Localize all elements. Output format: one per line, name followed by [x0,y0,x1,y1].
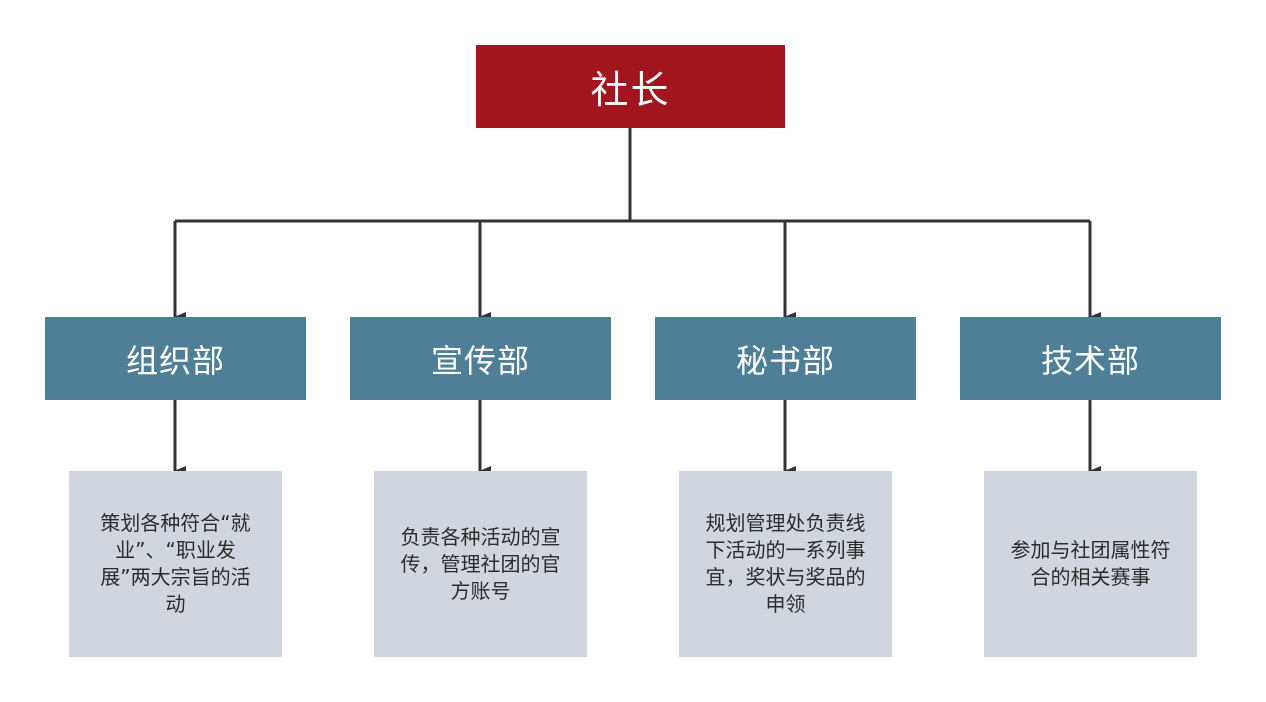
dept-node-label: 技术部 [1040,341,1140,380]
desc-node-text: 规划管理处负责线下活动的一系列事宜，奖状与奖品的申领 [705,511,866,616]
dept-node-label: 宣传部 [430,341,530,380]
dept-node-technology: 技术部 [960,317,1221,400]
desc-node-organization: 策划各种符合“就业”、“职业发展”两大宗旨的活动 [69,471,282,657]
dept-node-label: 组织部 [125,341,225,380]
dept-node-publicity: 宣传部 [350,317,611,400]
root-node-label: 社长 [590,68,671,112]
dept-node-label: 秘书部 [735,341,835,380]
dept-node-organization: 组织部 [45,317,306,400]
desc-node-secretariat: 规划管理处负责线下活动的一系列事宜，奖状与奖品的申领 [679,471,892,657]
desc-node-text: 策划各种符合“就业”、“职业发展”两大宗旨的活动 [100,511,251,616]
desc-node-technology: 参加与社团属性符合的相关赛事 [984,471,1197,657]
root-node-president: 社长 [476,45,785,128]
dept-node-secretariat: 秘书部 [655,317,916,400]
desc-node-publicity: 负责各种活动的宣传，管理社团的官方账号 [374,471,587,657]
desc-node-text: 参加与社团属性符合的相关赛事 [1010,538,1171,589]
desc-node-text: 负责各种活动的宣传，管理社团的官方账号 [400,524,561,603]
